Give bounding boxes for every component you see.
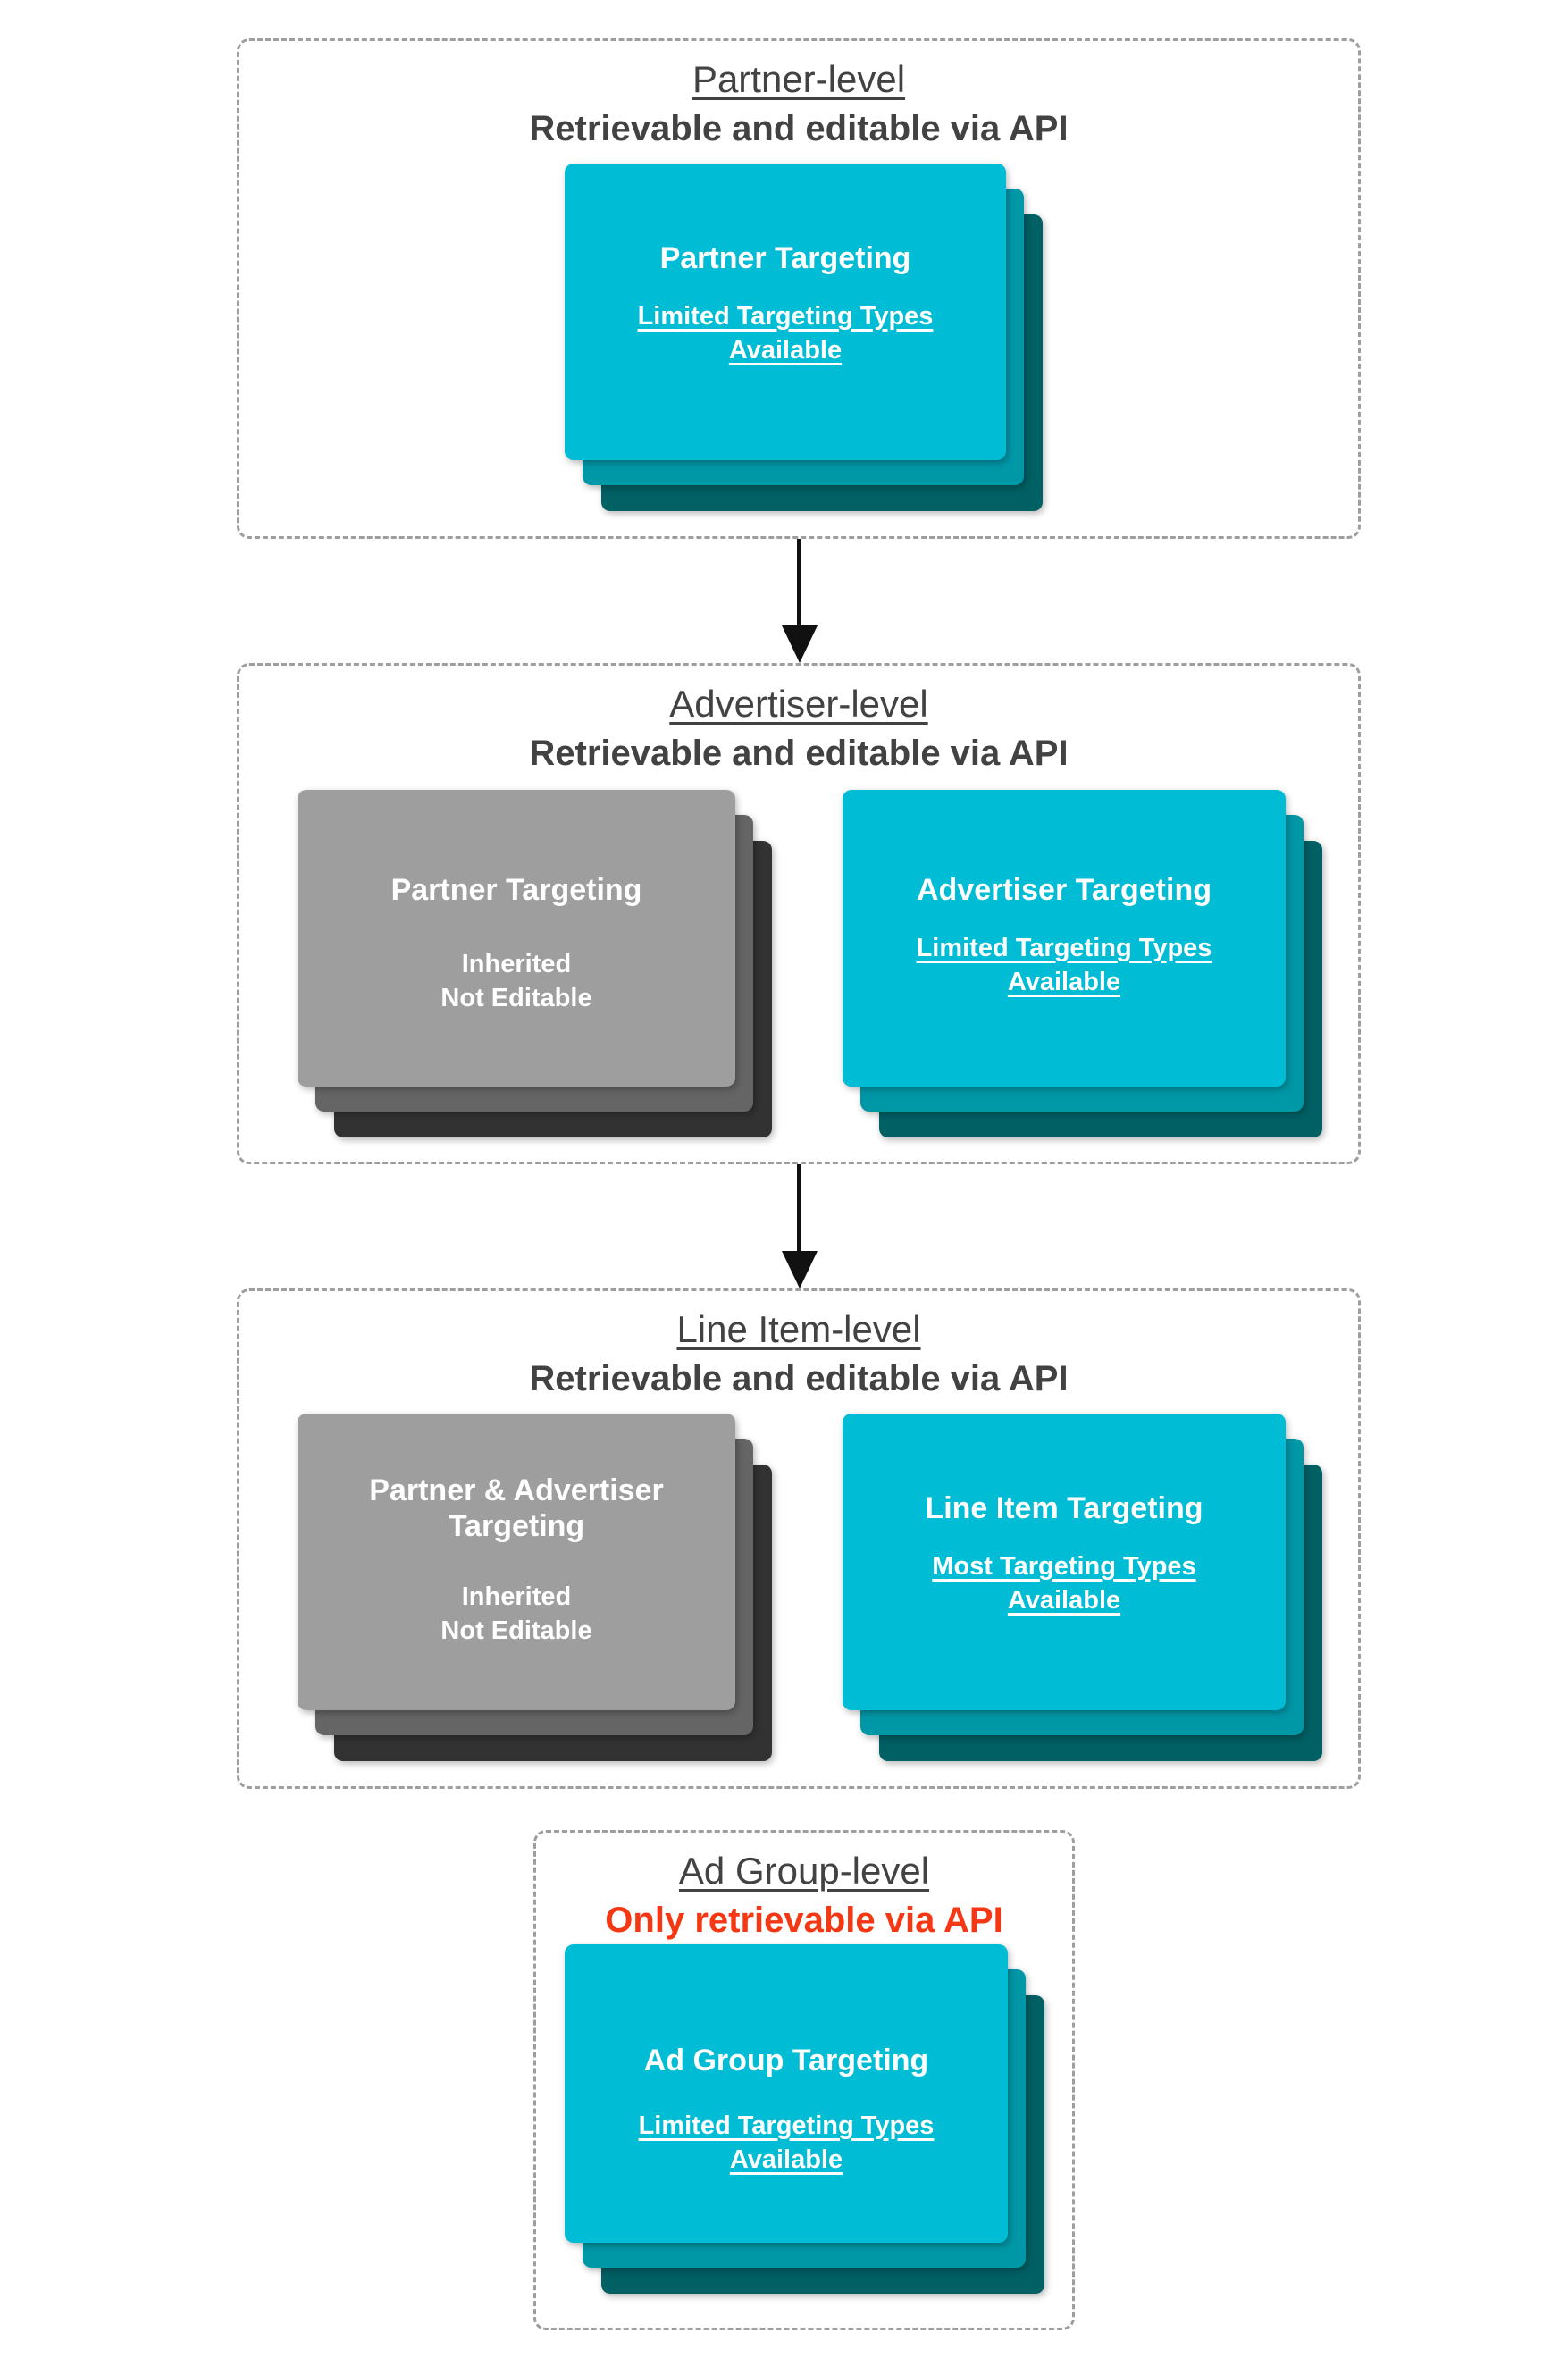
card-subtitle: Most Targeting Types Available [932, 1552, 1196, 1616]
card-front-layer: Partner Targeting Limited Targeting Type… [565, 164, 1006, 460]
card-title: Ad Group Targeting [643, 2044, 929, 2077]
card-ad-group-targeting: Ad Group Targeting Limited Targeting Typ… [565, 1944, 1044, 2294]
card-subtitle: Limited Targeting Types Available [637, 302, 934, 365]
section-line-item-level: Line Item-level Retrievable and editable… [237, 1288, 1361, 1789]
section-subtitle: Retrievable and editable via API [529, 1358, 1069, 1398]
card-partner-targeting: Partner Targeting Limited Targeting Type… [565, 164, 1043, 511]
section-title: Ad Group-level [678, 1850, 930, 1892]
section-title: Line Item-level [676, 1308, 921, 1350]
section-title: Advertiser-level [669, 683, 928, 725]
arrow-head-icon [782, 625, 818, 663]
card-front-layer: Partner & Advertiser Targeting Inherited… [298, 1414, 735, 1710]
section-header: Advertiser-level Retrievable and editabl… [239, 680, 1358, 776]
section-subtitle: Only retrievable via API [605, 1900, 1003, 1940]
section-title: Partner-level [692, 58, 906, 100]
section-partner-level: Partner-level Retrievable and editable v… [237, 38, 1361, 539]
card-front-layer: Ad Group Targeting Limited Targeting Typ… [565, 1944, 1008, 2243]
card-advertiser-targeting: Advertiser Targeting Limited Targeting T… [843, 790, 1322, 1137]
arrow-head-icon [782, 1251, 818, 1288]
card-partner-advertiser-targeting-inherited: Partner & Advertiser Targeting Inherited… [298, 1414, 772, 1761]
arrow-advertiser-to-line-item [782, 1164, 818, 1288]
arrow-shaft [797, 1164, 801, 1254]
card-title: Advertiser Targeting [916, 873, 1212, 907]
card-partner-targeting-inherited: Partner Targeting Inherited Not Editable [298, 790, 772, 1137]
section-header: Line Item-level Retrievable and editable… [239, 1305, 1358, 1401]
arrow-partner-to-advertiser [782, 539, 818, 663]
arrow-shaft [797, 539, 801, 628]
section-subtitle: Retrievable and editable via API [529, 108, 1069, 148]
card-title: Line Item Targeting [925, 1491, 1203, 1525]
card-line-item-targeting: Line Item Targeting Most Targeting Types… [843, 1414, 1322, 1761]
card-title: Partner & Advertiser Targeting [369, 1473, 664, 1544]
card-title: Partner Targeting [659, 241, 911, 275]
section-header: Ad Group-level Only retrievable via API [536, 1847, 1072, 1943]
card-front-layer: Advertiser Targeting Limited Targeting T… [843, 790, 1286, 1087]
card-subtitle: Limited Targeting Types Available [916, 934, 1212, 997]
card-subtitle: Inherited Not Editable [440, 950, 592, 1013]
section-ad-group-level: Ad Group-level Only retrievable via API … [533, 1830, 1075, 2330]
card-front-layer: Partner Targeting Inherited Not Editable [298, 790, 735, 1087]
section-advertiser-level: Advertiser-level Retrievable and editabl… [237, 663, 1361, 1164]
card-front-layer: Line Item Targeting Most Targeting Types… [843, 1414, 1286, 1710]
card-title: Partner Targeting [390, 873, 642, 907]
section-header: Partner-level Retrievable and editable v… [239, 55, 1358, 151]
card-subtitle: Limited Targeting Types Available [638, 2111, 935, 2175]
section-subtitle: Retrievable and editable via API [529, 733, 1069, 773]
card-subtitle: Inherited Not Editable [440, 1582, 592, 1646]
